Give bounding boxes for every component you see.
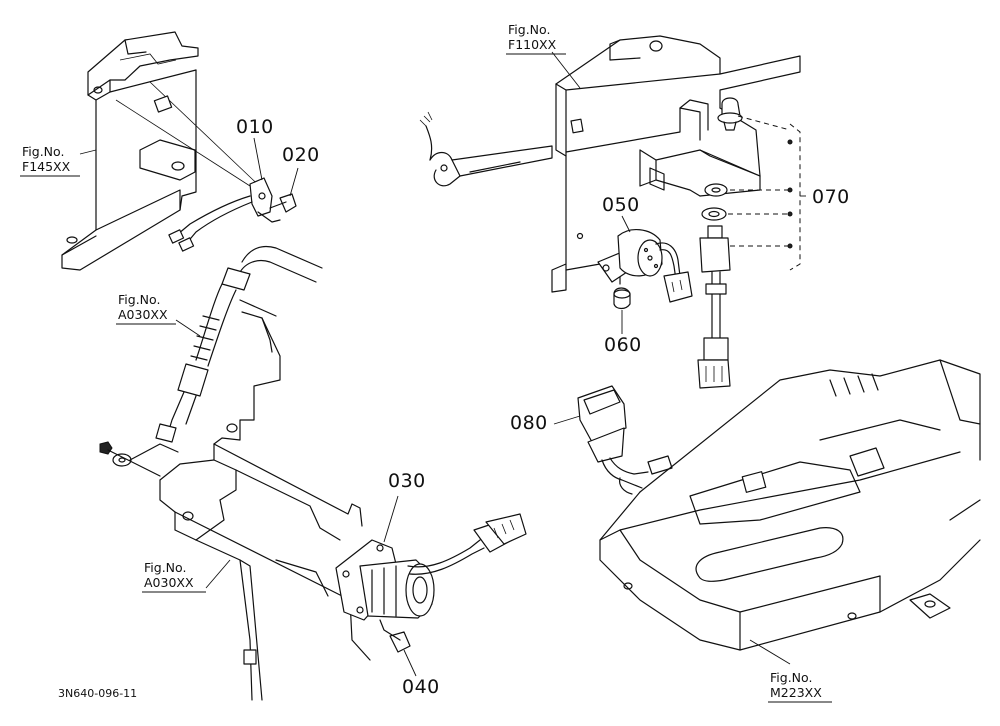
part-030-solenoid-drawing	[335, 513, 527, 621]
leader-lines	[79, 51, 806, 677]
part-050-switch-drawing	[597, 229, 693, 303]
figure-ref-a030xx-upper[interactable]: Fig.No. A030XX	[118, 292, 168, 322]
bracket-f110-drawing	[551, 35, 801, 293]
part-label-030[interactable]: 030	[388, 470, 426, 492]
drawing-id: 3N640-096-11	[58, 687, 138, 700]
mount-bracket-drawing	[159, 299, 371, 701]
figure-ref-code: A030XX	[118, 307, 168, 322]
figure-ref-code: M223XX	[770, 685, 822, 700]
figure-ref-title: Fig.No.	[144, 560, 187, 575]
part-010-sensor-drawing	[168, 177, 281, 252]
part-020-bolt-drawing	[269, 193, 297, 213]
pedal-arm-drawing	[419, 111, 553, 187]
part-040-bolt-drawing	[379, 619, 411, 653]
figure-ref-a030xx-lower[interactable]: Fig.No. A030XX	[144, 560, 194, 590]
bracket-f145-drawing	[61, 31, 271, 271]
washer-nut-left-drawing	[99, 441, 179, 477]
part-label-060[interactable]: 060	[604, 334, 642, 356]
figure-ref-f145xx[interactable]: Fig.No. F145XX	[22, 144, 70, 174]
part-label-040[interactable]: 040	[402, 676, 440, 698]
part-060-bolt-drawing	[613, 287, 631, 310]
figure-ref-code: F145XX	[22, 159, 71, 174]
figure-ref-code: A030XX	[144, 575, 194, 590]
figure-ref-title: Fig.No.	[118, 292, 161, 307]
figure-ref-title: Fig.No.	[22, 144, 65, 159]
part-label-080[interactable]: 080	[510, 412, 548, 434]
part-label-020[interactable]: 020	[282, 144, 320, 166]
throttle-cable-drawing	[155, 245, 323, 443]
figure-ref-m223xx[interactable]: Fig.No. M223XX	[770, 670, 822, 700]
part-label-070[interactable]: 070	[812, 186, 850, 208]
part-080-seat-switch-drawing	[577, 385, 673, 495]
figure-ref-code: F110XX	[508, 37, 557, 52]
figure-ref-title: Fig.No.	[770, 670, 813, 685]
figure-ref-f110xx[interactable]: Fig.No. F110XX	[508, 22, 556, 52]
part-label-050[interactable]: 050	[602, 194, 640, 216]
fender-m223-drawing	[599, 359, 981, 651]
figure-ref-title: Fig.No.	[508, 22, 551, 37]
part-label-010[interactable]: 010	[236, 116, 274, 138]
part-070-switch-assembly-drawing	[697, 97, 801, 389]
